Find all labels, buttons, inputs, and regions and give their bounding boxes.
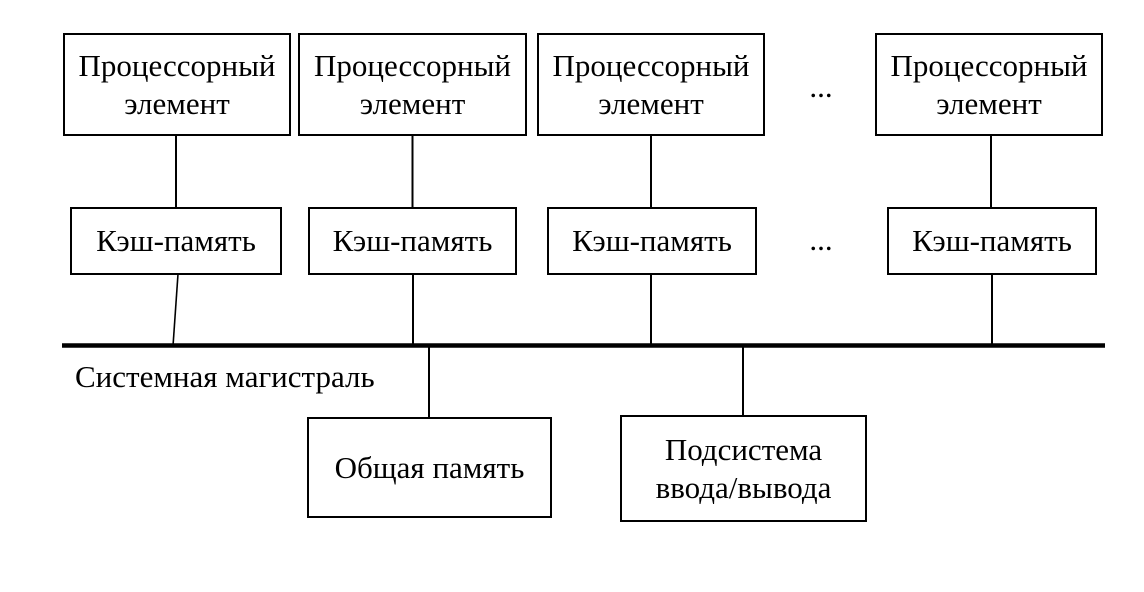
shared-memory-box: Общая память [307, 417, 552, 518]
processor-element-label: Процессорный элемент [552, 47, 750, 121]
processor-element-label: Процессорный элемент [78, 47, 276, 121]
cache-memory-box-3: Кэш-память [547, 207, 757, 275]
cache-memory-label: Кэш-память [96, 223, 256, 258]
io-subsystem-label: Подсистема ввода/вывода [655, 431, 832, 505]
processor-element-label: Процессорный элемент [313, 47, 512, 121]
cache-memory-label: Кэш-память [332, 223, 493, 258]
processor-row-ellipsis: ... [809, 69, 833, 104]
cache-memory-label: Кэш-память [912, 223, 1072, 258]
system-bus-label: Системная магистраль [75, 359, 375, 394]
cache-row-ellipsis: ... [809, 222, 833, 257]
processor-element-box-1: Процессорный элемент [63, 33, 291, 136]
processor-element-label: Процессорный элемент [890, 47, 1088, 121]
shared-memory-label: Общая память [334, 449, 525, 485]
cache-memory-box-2: Кэш-память [308, 207, 517, 275]
io-subsystem-box: Подсистема ввода/вывода [620, 415, 867, 522]
processor-element-box-2: Процессорный элемент [298, 33, 527, 136]
cache1-bus-connector [172, 273, 179, 347]
cache-memory-box-1: Кэш-память [70, 207, 282, 275]
processor-element-box-4: Процессорный элемент [875, 33, 1103, 136]
processor-element-box-3: Процессорный элемент [537, 33, 765, 136]
cache-memory-label: Кэш-память [572, 223, 732, 258]
cache-memory-box-4: Кэш-память [887, 207, 1097, 275]
